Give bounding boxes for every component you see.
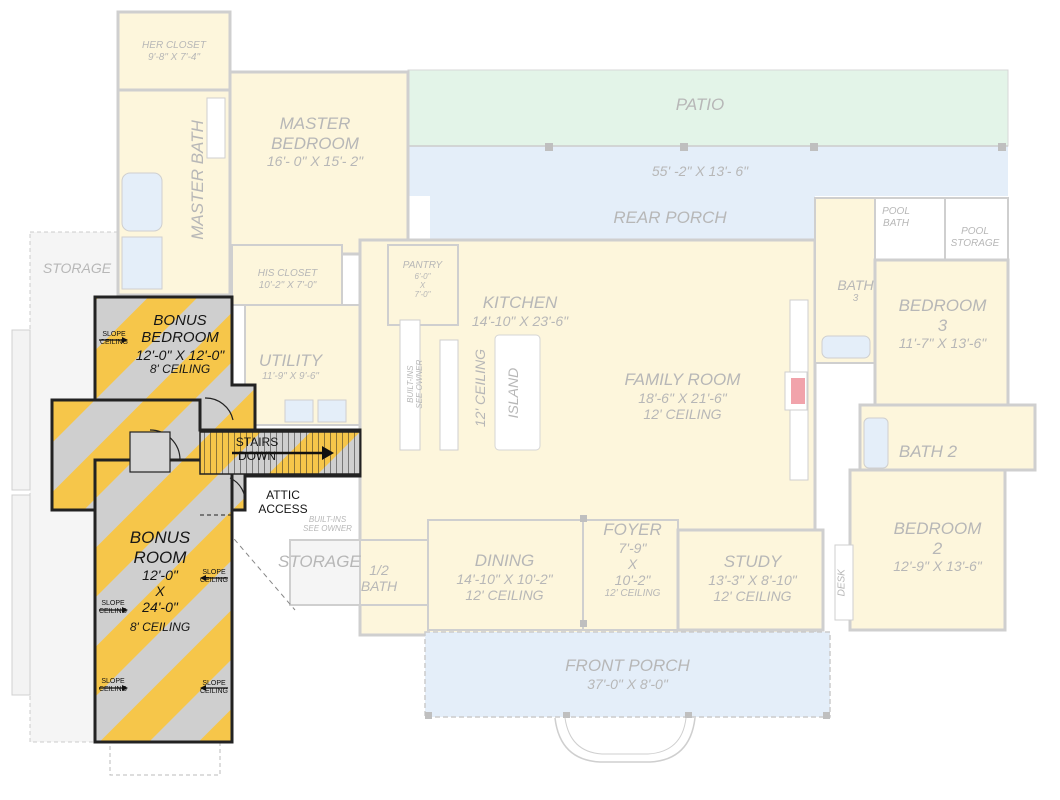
main-house [11,10,1037,776]
kitchen-ceiling-label: 12' CEILING [471,348,488,428]
bath2-area [858,403,1037,472]
bedroom2-area [848,468,1007,632]
family-room-label: FAMILY ROOM 18'-6" X 21'-6" 12' CEILING [624,370,741,422]
bonus-floor [50,295,362,744]
his-closet-area [231,244,343,306]
pantry-label: PANTRY 6'-0" X 7'-0" [402,260,443,299]
bonus-room-label: BONUS ROOM 12'-0" X 24'-0" 8' CEILING [129,528,191,635]
bath2-label: BATH 2 [898,442,958,461]
pool-bath-area [874,197,946,261]
bedroom3-area [873,258,1010,407]
foyer-area [582,519,679,631]
bonus-room-area [93,458,234,744]
front-steps [554,717,696,763]
stairs-arrow-icon [322,446,334,460]
rear-porch-area [408,146,1008,196]
study-area [676,528,825,632]
island-shape [494,334,541,451]
foyer-label: FOYER 7'-9" X 10'-2" 12' CEILING [603,520,662,599]
rear-porch-label: REAR PORCH [613,208,727,227]
dining-label: DINING 14'-10" X 10'-2" 12' CEILING [456,551,553,603]
lower-storage-area [289,539,361,606]
storage-left-label: STORAGE [42,260,112,276]
pantry-area [387,244,459,326]
island-label: ISLAND [504,367,521,419]
dining-area [427,519,584,631]
bonus-bedroom-label: BONUS BEDROOM 12'-0" X 12'-0" 8' CEILING [135,312,225,376]
her-closet-area [116,10,232,92]
half-bath-area [359,539,429,606]
storage-lower-label: STORAGE [278,552,361,571]
patio-area [407,69,1009,147]
study-label: STUDY 13'-3" X 8'-10" 12' CEILING [708,552,797,604]
pool-storage-area [944,197,1009,261]
rear-porch-size: 55' -2" X 13'- 6" [651,163,749,179]
patio-label: PATIO [675,95,725,114]
desk-label: DESK [836,569,848,597]
front-porch-area [424,631,831,718]
master-bath-label: MASTER BATH [188,120,208,240]
